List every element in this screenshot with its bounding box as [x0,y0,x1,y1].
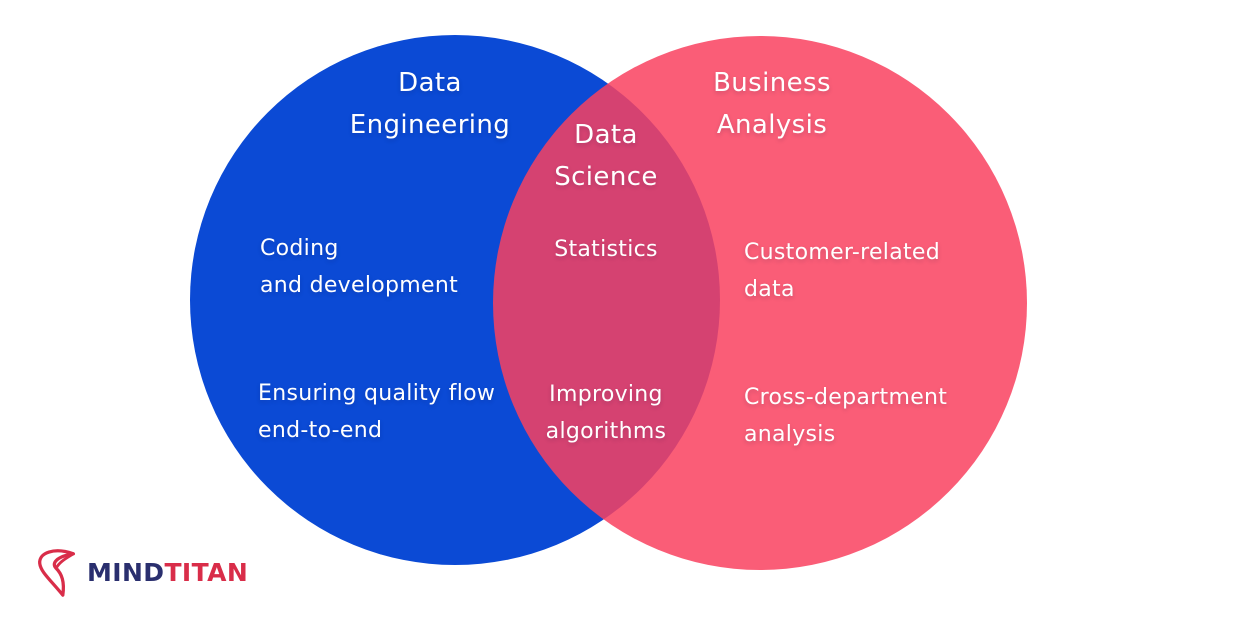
data-science-title-line2: Science [554,162,658,192]
item-line: Statistics [554,237,658,262]
item-line: Improving [549,382,663,407]
business-analysis-title-line2: Analysis [716,110,828,140]
item-line: Coding [260,236,339,261]
swoosh-icon [33,545,83,601]
data-engineering-title-line1: Data [398,68,462,98]
data-science-title-line1: Data [574,120,638,150]
venn-circle-business-analysis [493,36,1027,570]
item-line: and development [260,273,459,298]
data-engineering-title-line2: Engineering [349,110,511,140]
item-line: Cross-department [744,385,948,410]
data-engineering-item-quality-flow: Ensuring quality flow end-to-end [258,375,495,449]
data-engineering-title: Data Engineering [310,62,550,146]
logo-text-mind: MIND [87,558,165,587]
data-science-title: Data Science [518,114,694,198]
item-line: end-to-end [258,418,383,443]
business-analysis-title: Business Analysis [652,62,892,146]
item-line: data [744,277,795,302]
data-science-item-statistics: Statistics [515,231,697,268]
data-science-item-improving-algorithms: Improving algorithms [515,376,697,450]
item-line: analysis [744,422,836,447]
business-analysis-item-cross-department: Cross-department analysis [744,379,947,453]
logo-text-titan: TITAN [164,558,249,587]
business-analysis-item-customer-data: Customer-related data [744,234,940,308]
logo-wordmark: MINDTITAN [87,545,248,601]
item-line: Customer-related [744,240,941,265]
data-engineering-item-coding: Coding and development [260,230,458,304]
mindtitan-logo: MINDTITAN [33,545,248,601]
item-line: algorithms [545,419,667,444]
item-line: Ensuring quality flow [258,381,496,406]
business-analysis-title-line1: Business [713,68,831,98]
